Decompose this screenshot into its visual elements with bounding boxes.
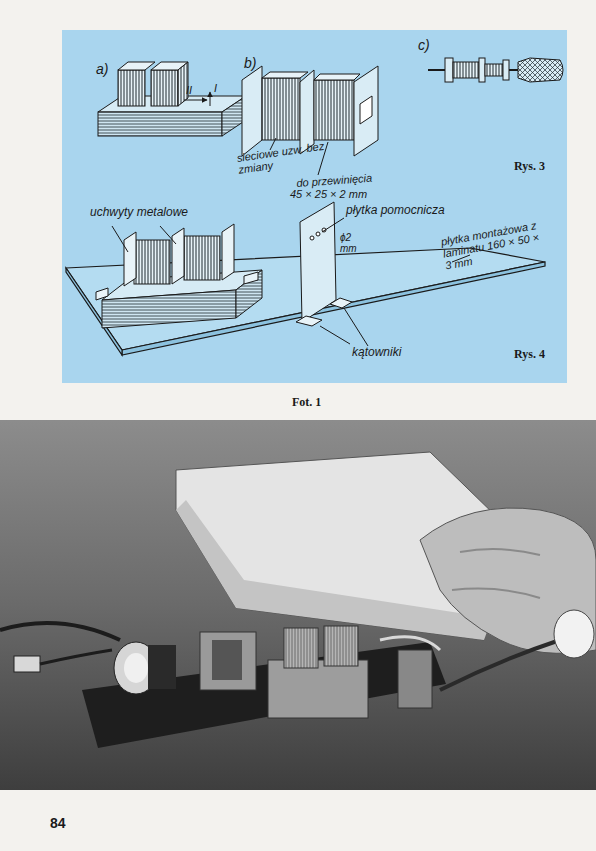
transformer-mounted: [96, 224, 262, 328]
part-name: płytka pomocnicza: [346, 204, 466, 217]
dimension: ϕ2 mm: [340, 232, 368, 254]
figure-letter: a): [96, 62, 126, 77]
figure-letter: c): [418, 38, 448, 53]
direction-mark: II: [186, 84, 210, 96]
transformer-a: [98, 62, 246, 136]
part-name: kątowniki: [352, 346, 442, 359]
page-number: 84: [50, 816, 90, 831]
part-name: do przewinięcia: [296, 169, 407, 189]
blue-panel: [62, 30, 567, 383]
part-name: płytka montażowa z laminatu 160 × 50 × 3…: [440, 219, 545, 272]
auxiliary-plate: [296, 202, 470, 346]
figure-letter: b): [244, 56, 274, 71]
dimension: 45 × 25 × 2 mm: [290, 188, 400, 200]
photo-caption: Fot. 1: [292, 396, 352, 409]
direction-mark: I: [214, 82, 228, 94]
part-name: uchwyty metalowe: [90, 206, 220, 219]
figure-number: Rys. 4: [514, 348, 564, 361]
photo: [0, 420, 596, 790]
winder-c: [428, 58, 563, 82]
figure-number: Rys. 3: [514, 160, 564, 173]
part-name: sieciowe uzw. bez zmiany: [236, 139, 328, 175]
